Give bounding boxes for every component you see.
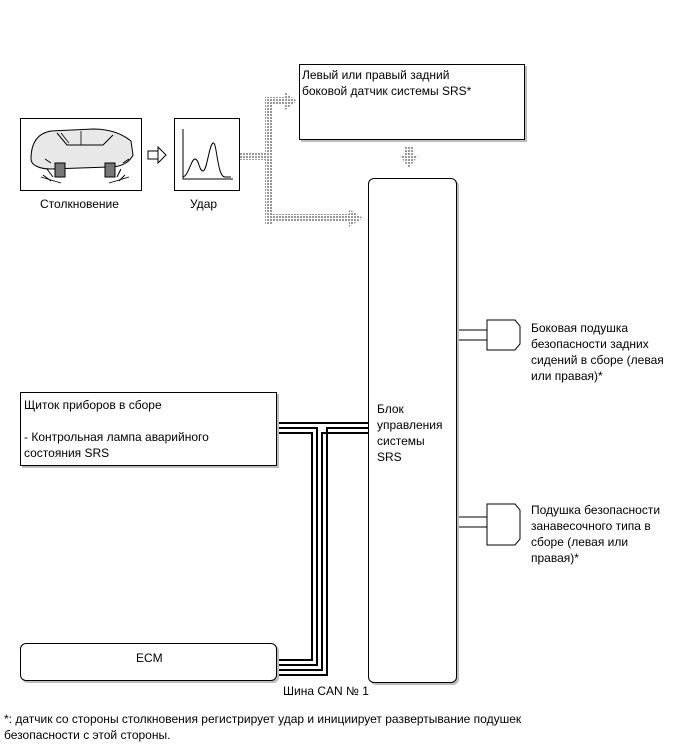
dotted-arrow-impact-branch [240,92,363,227]
curtain-airbag-label: Подушка безопасности занавесочного типа … [531,503,661,565]
can-bus-label: Шина CAN № 1 [283,684,369,698]
srs-control-unit-box: Блок управления системы SRS [368,178,457,683]
ecm-label: ECM [136,651,163,665]
collision-image-box [20,118,142,191]
rear-seat-airbag-label: Боковая подушка безопасности задних сиде… [531,321,664,383]
impact-label: Удар [190,197,218,211]
ecm-box: ECM [20,643,277,681]
connector-rear-seat-airbag [456,319,521,351]
connector-curtain-airbag [456,503,521,546]
can-bus-lines [277,422,368,676]
srs-control-unit-label: Блок управления системы SRS [377,402,443,464]
instrument-panel-box: Щиток приборов в сборе - Контрольная лам… [20,392,277,466]
collision-label: Столкновение [40,197,119,211]
instrument-panel-label: Щиток приборов в сборе - Контрольная лам… [24,398,209,460]
footnote: *: датчик со стороны столкновения регист… [4,712,522,742]
dotted-arrow-sensor-to-srs [400,146,418,168]
rear-side-sensor-label: Левый или правый задний боковой датчик с… [302,68,472,98]
arrow-collision-to-impact [147,145,167,165]
car-collision-icon [30,128,134,184]
rear-side-sensor-box: Левый или правый задний боковой датчик с… [299,64,525,140]
impact-graph-box [174,118,240,191]
impact-waveform-icon [182,129,233,180]
